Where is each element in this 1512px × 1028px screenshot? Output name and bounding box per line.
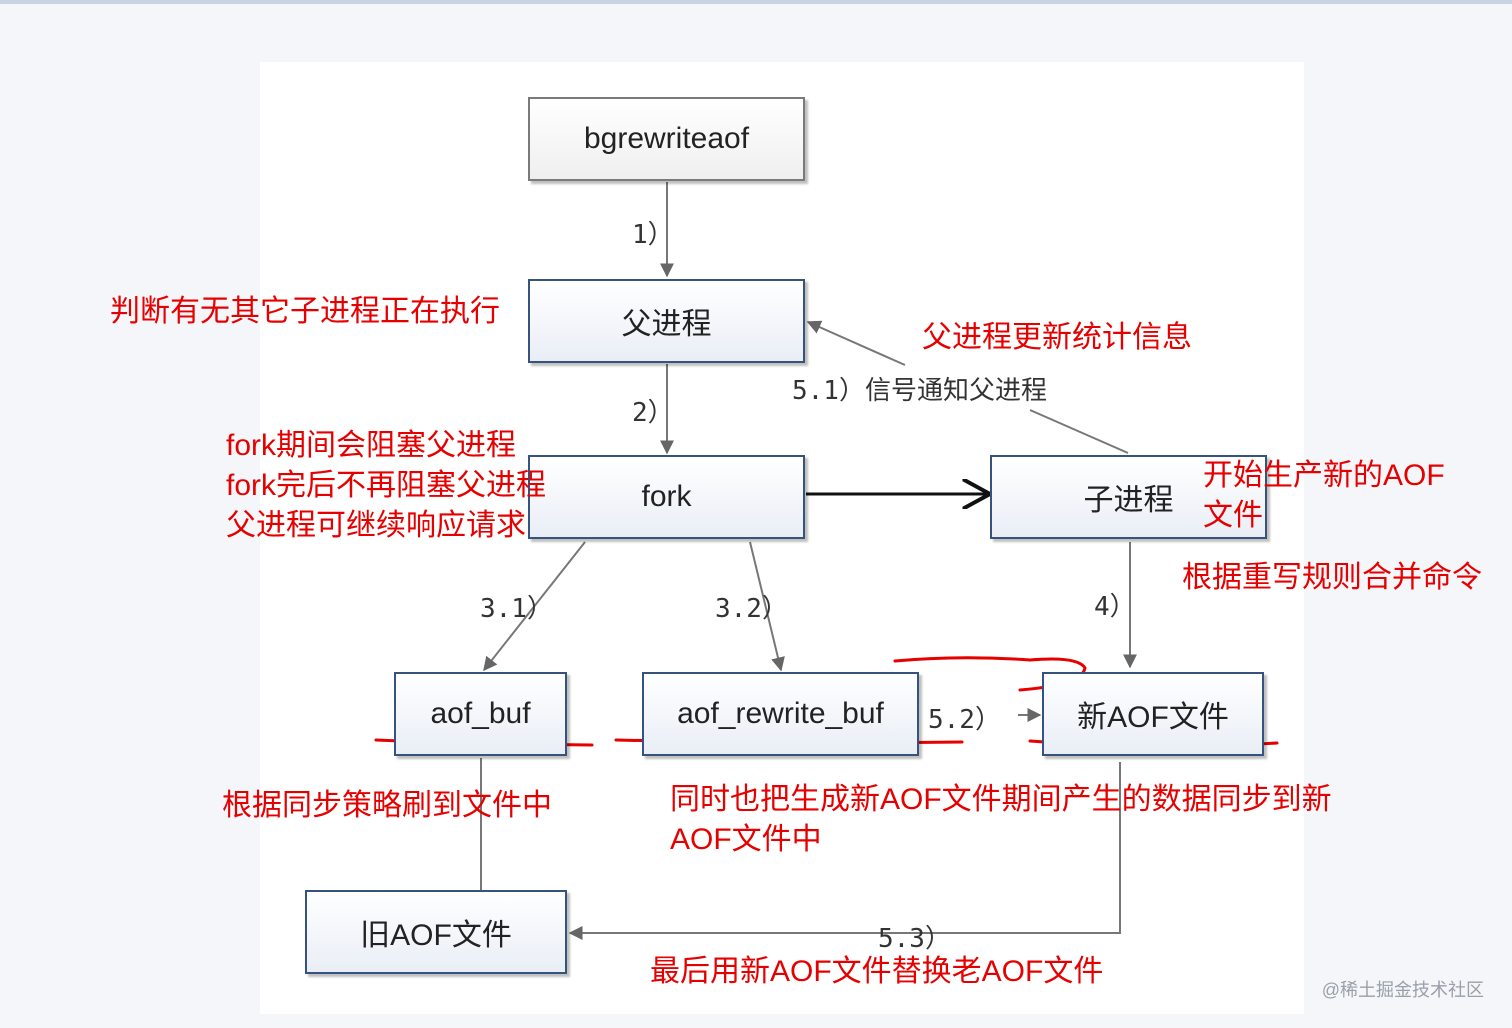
aof-rewrite-buf-label: aof_rewrite_buf <box>677 697 884 730</box>
fork-box: fork <box>528 455 805 539</box>
step-5-1-label: 5.1）信号通知父进程 <box>792 370 1047 407</box>
arrow-5-3 <box>568 762 1121 940</box>
note-check-child: 判断有无其它子进程正在执行 <box>110 295 500 328</box>
note-fork-block-1: fork期间会阻塞父进程 <box>226 429 517 462</box>
note-replace: 最后用新AOF文件替换老AOF文件 <box>650 955 1104 988</box>
step-3-1-label: 3.1） <box>480 594 553 624</box>
note-fork-block-2: fork完后不再阻塞父进程 <box>226 469 547 502</box>
bgrewriteaof-label: bgrewriteaof <box>583 122 750 155</box>
arrow-3-2 <box>749 541 785 672</box>
note-start-new-aof-1: 开始生产新的AOF <box>1203 459 1445 492</box>
step-5-3-label: 5.3） <box>878 924 951 954</box>
child-process-label: 子进程 <box>1083 484 1174 517</box>
step-1-label: 1） <box>632 220 674 250</box>
aof-buf-label: aof_buf <box>430 697 531 730</box>
old-aof-file-label: 旧AOF文件 <box>360 919 512 952</box>
bgrewriteaof-box: bgrewriteaof <box>528 97 805 181</box>
window-top-border <box>0 0 1512 4</box>
arrow-5-1 <box>1029 409 1129 454</box>
note-sync-new-1: 同时也把生成新AOF文件期间产生的数据同步到新 <box>670 783 1332 816</box>
note-start-new-aof-2: 文件 <box>1203 499 1263 532</box>
step-3-2-label: 3.2） <box>715 594 788 624</box>
new-aof-file-box: 新AOF文件 <box>1042 672 1264 756</box>
step-5-2-label: 5.2） <box>928 705 1001 735</box>
note-fork-block-3: 父进程可继续响应请求 <box>226 509 526 542</box>
note-update-stats: 父进程更新统计信息 <box>922 321 1192 354</box>
parent-process-label: 父进程 <box>621 308 712 341</box>
step-2-label: 2） <box>632 398 674 428</box>
parent-process-box: 父进程 <box>528 279 805 363</box>
step-4-label: 4） <box>1094 592 1136 622</box>
child-process-box: 子进程 <box>990 455 1267 539</box>
note-merge-rules: 根据重写规则合并命令 <box>1182 561 1482 594</box>
note-sync-new-2: AOF文件中 <box>670 823 822 856</box>
old-aof-file-box: 旧AOF文件 <box>305 890 567 974</box>
aof-buf-box: aof_buf <box>394 672 567 756</box>
note-sync-policy: 根据同步策略刷到文件中 <box>222 789 552 822</box>
new-aof-file-label: 新AOF文件 <box>1077 701 1229 734</box>
watermark: @稀土掘金技术社区 <box>1321 980 1484 1000</box>
aof-rewrite-buf-box: aof_rewrite_buf <box>642 672 919 756</box>
fork-label: fork <box>641 480 692 513</box>
arrow-3-1 <box>483 541 586 672</box>
